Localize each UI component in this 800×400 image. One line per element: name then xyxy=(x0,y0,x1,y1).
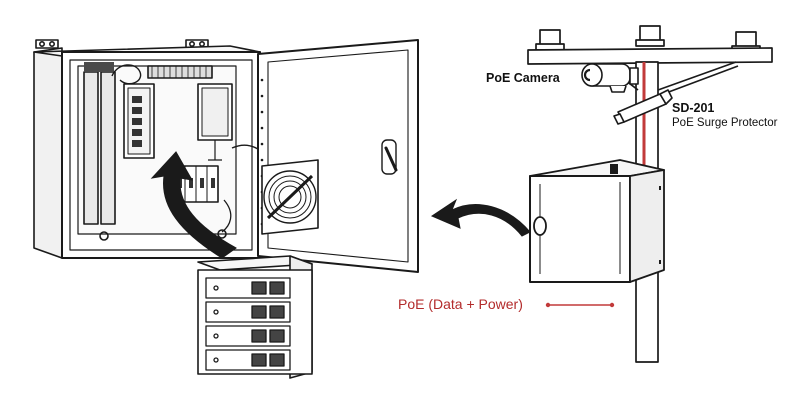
open-enclosure xyxy=(33,39,273,259)
power-supply xyxy=(197,83,233,161)
enclosure-door xyxy=(257,39,419,273)
poe-data-power-label: PoE (Data + Power) xyxy=(398,296,523,312)
surge-protector-icon xyxy=(613,89,673,125)
relocate-arrow xyxy=(430,198,531,237)
utility-pole xyxy=(527,25,773,363)
surge-protector-model-label: SD-201 xyxy=(672,101,715,115)
poe-camera-icon xyxy=(581,63,639,93)
mounting-tab-left xyxy=(35,39,59,49)
poe-camera-label: PoE Camera xyxy=(486,71,560,85)
install-arrow xyxy=(150,151,237,259)
door-fan-icon xyxy=(261,159,319,235)
poe-hub-device xyxy=(197,255,313,379)
network-switch xyxy=(123,83,155,159)
crossarm xyxy=(527,47,773,65)
pole-enclosure xyxy=(529,159,665,283)
door-latch-icon xyxy=(381,139,398,175)
hub-bays xyxy=(205,277,291,371)
poe-pointer xyxy=(545,302,615,308)
surge-protector-desc-label: PoE Surge Protector xyxy=(672,117,778,129)
